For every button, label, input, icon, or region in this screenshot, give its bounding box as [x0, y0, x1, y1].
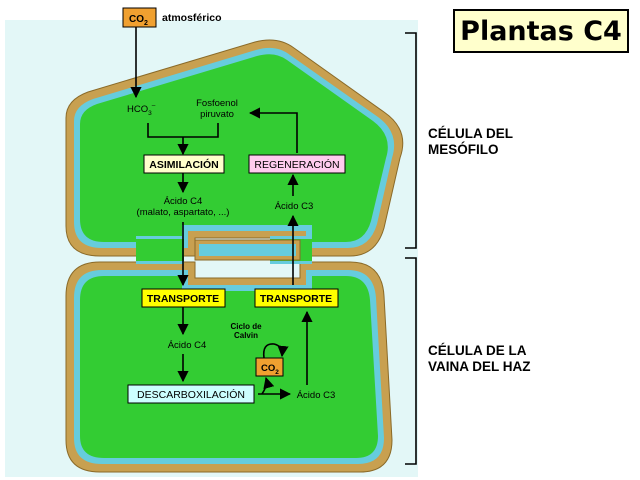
calvin-label-line1: Ciclo de: [230, 322, 262, 331]
plasmodesma-left-bottom: [136, 261, 184, 264]
bundle-sheath-cell: [65, 261, 393, 473]
mesophyll-cytoplasm: [80, 54, 388, 242]
co2-bundle-box: [255, 357, 284, 377]
plasmodesma-right-bottom: [270, 261, 312, 264]
assimilation-box: [143, 154, 225, 174]
mesophyll-cell: [65, 39, 404, 257]
decarboxylation-box: [127, 384, 255, 404]
hco3-label: HCO3–: [127, 102, 156, 117]
regeneration-box: [248, 154, 346, 174]
mesophyll-cell-label: CÉLULA DEL MESÓFILO: [428, 126, 513, 158]
c3-acid-bundle: Ácido C3: [297, 390, 336, 401]
plasmodesma-right-top: [270, 236, 312, 239]
atmospheric-label: atmosférico: [162, 12, 222, 24]
plasmodesma-left-top: [136, 236, 184, 239]
bundle-sheath-label-line2: VAINA DEL HAZ: [428, 359, 531, 374]
page-title: Plantas C4: [453, 9, 629, 53]
decarboxylation-label: DESCARBOXILACIÓN: [137, 388, 245, 401]
mesophyll-bracket: [405, 32, 417, 249]
co2-source-label: CO2: [129, 14, 148, 27]
mesophyll-label-line1: CÉLULA DEL: [428, 126, 513, 141]
process-boxes: [122, 7, 346, 404]
c4-acid-mesophyll-line2: (malato, aspartato, ...): [137, 207, 230, 218]
bundle-sheath-bracket: [405, 257, 417, 465]
c4-acid-mesophyll-line1: Ácido C4: [164, 196, 203, 207]
plasmodesmata: [136, 236, 312, 264]
brackets: [405, 32, 417, 465]
pep-label-line1: Fosfoenol: [196, 98, 238, 109]
arrow-decarboxylation-to-co2: [261, 376, 275, 395]
c4-acid-bundle: Ácido C4: [168, 340, 207, 351]
plasmodesma-left: [136, 238, 184, 262]
diagram-text: CO2 atmosférico HCO3– Fosfoenol piruvato…: [127, 12, 340, 401]
plasmodesma-middle-channel: [199, 244, 296, 256]
assimilation-label: ASIMILACIÓN: [149, 158, 218, 171]
c3-acid-mesophyll: Ácido C3: [275, 201, 314, 212]
calvin-label-line2: Calvin: [234, 331, 258, 340]
arrow-calvin-cycle: [262, 343, 289, 359]
co2-source-box: [122, 7, 157, 28]
bundle-sheath-label-line1: CÉLULA DE LA: [428, 343, 527, 358]
co2-bundle-label: CO2: [261, 363, 279, 376]
transport-right-label: TRANSPORTE: [260, 293, 332, 305]
transport-left-label: TRANSPORTE: [147, 293, 219, 305]
mesophyll-label-line2: MESÓFILO: [428, 142, 499, 157]
arrow-regeneration-to-pep: [248, 107, 298, 153]
transport-right-box: [254, 288, 339, 308]
flow-arrows: [130, 27, 313, 400]
regeneration-label: REGENERACIÓN: [254, 158, 339, 171]
pep-label-line2: piruvato: [200, 109, 234, 120]
transport-left-box: [141, 288, 226, 308]
bundle-sheath-cell-label: CÉLULA DE LA VAINA DEL HAZ: [428, 343, 531, 375]
